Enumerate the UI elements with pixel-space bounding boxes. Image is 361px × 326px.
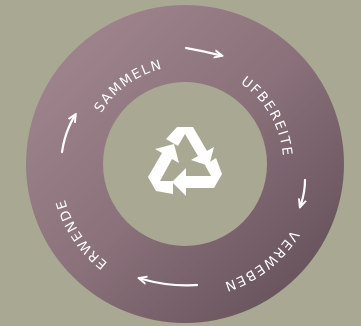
recycle-icon xyxy=(148,127,222,196)
arrow-verweben-to-verwenden-icon xyxy=(142,279,199,287)
arrow-aufbereiten-to-verweben-icon xyxy=(301,178,305,204)
inner-circle xyxy=(103,82,267,246)
arrow-verwenden-to-sammeln-icon xyxy=(60,117,74,154)
arrow-sammeln-to-aufbereiten-icon xyxy=(184,46,219,55)
